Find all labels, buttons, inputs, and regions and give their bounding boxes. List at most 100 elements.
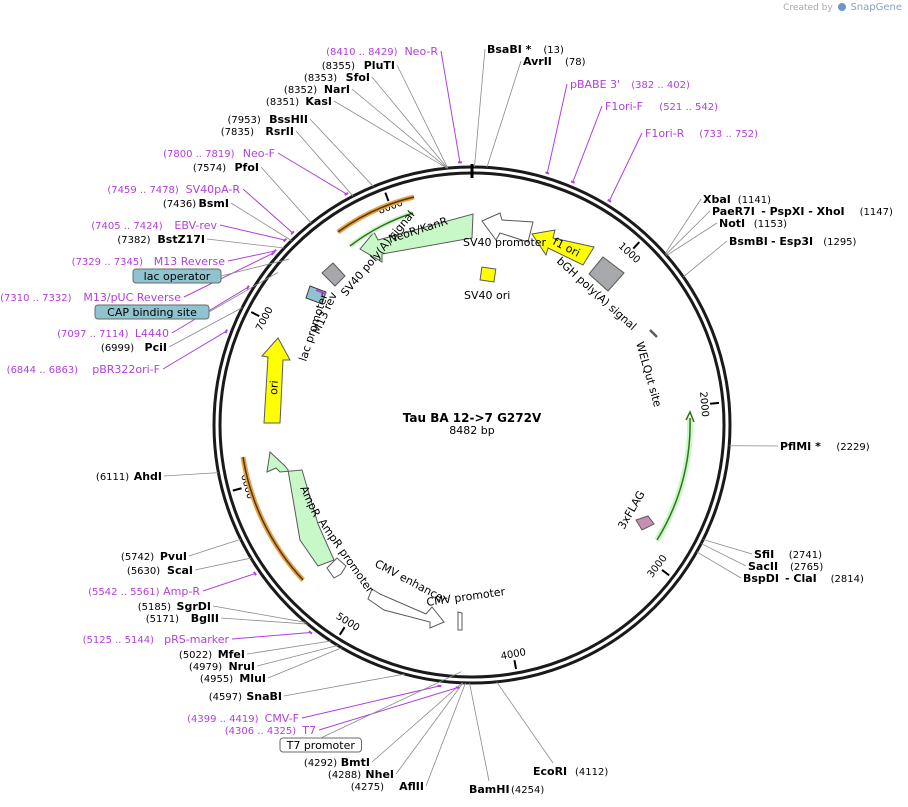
enzyme-position: (5742) xyxy=(121,552,154,563)
primer-bar xyxy=(344,192,349,196)
welqut-mark xyxy=(649,329,658,338)
label-sv40-ori: SV40 ori xyxy=(464,289,510,302)
enzyme-extra: - Esp3I xyxy=(771,235,813,248)
enzyme-name: NheI xyxy=(365,768,394,781)
primer-bar xyxy=(570,180,575,184)
ampr-promoter-arrow xyxy=(326,557,347,579)
enzyme-position: (2765) xyxy=(790,562,823,573)
boxed-feature-label: lac operator xyxy=(144,270,211,283)
primer-line xyxy=(183,252,273,298)
primer-bar xyxy=(224,329,228,334)
enzyme-lines xyxy=(163,48,779,787)
primer-position: (382 .. 402) xyxy=(631,80,690,91)
tick-label: 2000 xyxy=(697,391,710,417)
enzyme-line xyxy=(682,240,728,278)
primer-line xyxy=(546,83,568,174)
left-enzyme-labels: PluTI(8355)SfoI(8353)NarI(8352)KasI(8351… xyxy=(96,59,424,793)
primer-name: pBR322ori-F xyxy=(92,363,160,376)
boxed-feature-line xyxy=(320,671,462,739)
enzyme-position: (7835) xyxy=(221,127,254,138)
enzyme-name: PaeR7I xyxy=(712,205,755,218)
sv40-promoter-arrow xyxy=(481,212,534,243)
enzyme-name: MluI xyxy=(239,672,266,685)
enzyme-line xyxy=(333,100,448,169)
enzyme-line xyxy=(267,647,342,679)
tick-mark xyxy=(232,487,242,492)
primer-bar xyxy=(545,171,550,175)
label-ori: ori xyxy=(267,380,281,395)
enzyme-name: MfeI xyxy=(218,648,245,661)
primer-name: F1ori-R xyxy=(645,127,685,140)
credit: Created by SnapGene xyxy=(783,2,902,13)
enzyme-line xyxy=(371,76,448,169)
enzyme-name: BsmBI xyxy=(729,235,768,248)
enzyme-name: SnaBI xyxy=(246,690,282,703)
enzyme-position: (7574) xyxy=(193,163,226,174)
primer-bar xyxy=(253,571,257,576)
enzyme-line xyxy=(395,682,464,775)
enzyme-line xyxy=(163,472,219,477)
tick-label: 4000 xyxy=(500,647,527,662)
features xyxy=(240,194,695,631)
primer-name: EBV-rev xyxy=(174,219,217,232)
primer-position: (6844 .. 6863) xyxy=(7,365,79,376)
enzyme-position: (8351) xyxy=(266,97,299,108)
enzyme-position: (6111) xyxy=(96,472,129,483)
primer-name: pRS-marker xyxy=(164,633,229,646)
tick-mark xyxy=(661,569,670,577)
tick-mark xyxy=(338,626,346,636)
enzyme-line xyxy=(246,640,331,655)
plasmid-title: Tau BA 12->7 G272V xyxy=(403,411,542,425)
enzyme-name: SgrDI xyxy=(177,600,211,613)
enzyme-name: BspDI xyxy=(743,572,779,585)
cmv-enhancer-arrow xyxy=(367,588,445,629)
ampr-arrow xyxy=(266,450,335,567)
enzyme-position: (8352) xyxy=(284,85,317,96)
enzyme-name: RsrII xyxy=(265,125,294,138)
enzyme-name: BglII xyxy=(191,612,219,625)
enzyme-line xyxy=(474,48,486,168)
enzyme-name: AvrII xyxy=(523,55,552,68)
enzyme-line xyxy=(496,681,554,764)
enzyme-position: (4292) xyxy=(304,758,337,769)
enzyme-position: (8353) xyxy=(304,73,337,84)
tick-mark xyxy=(709,401,720,405)
primer-bar xyxy=(282,238,288,243)
enzyme-position: (78) xyxy=(565,57,586,68)
enzyme-position: (4254) xyxy=(511,785,544,796)
primer-position: (7405 .. 7424) xyxy=(91,221,163,232)
enzyme-line xyxy=(700,543,747,567)
enzyme-name: XbaI xyxy=(703,193,731,206)
primer-name: Amp-R xyxy=(163,585,200,598)
primer-line xyxy=(440,50,461,163)
lac-small-features xyxy=(305,285,327,305)
3xflag-marker xyxy=(635,515,655,531)
enzyme-name: SacII xyxy=(748,560,778,573)
primer-line xyxy=(227,250,275,262)
neor-orf-dark xyxy=(337,196,415,233)
enzyme-position: (4955) xyxy=(200,674,233,685)
enzyme-line xyxy=(309,118,374,187)
enzyme-line xyxy=(703,539,753,555)
enzyme-name: AflII xyxy=(399,780,424,793)
primer-line xyxy=(277,152,347,195)
enzyme-name: SfoI xyxy=(346,71,370,84)
neor-orf2-dark xyxy=(349,212,414,247)
enzyme-line xyxy=(256,645,338,667)
enzyme-name: BsmI xyxy=(199,197,230,210)
bgh-polya-box xyxy=(588,256,625,292)
primer-bar xyxy=(308,630,313,635)
enzyme-position: (4979) xyxy=(189,662,222,673)
flag-orf-dark xyxy=(656,417,691,541)
enzyme-line xyxy=(396,64,449,169)
enzyme-line xyxy=(230,202,292,241)
enzyme-name: BstZ17I xyxy=(157,233,205,246)
tick-mark xyxy=(513,660,518,670)
enzyme-position: (7953) xyxy=(228,115,261,126)
enzyme-position: (5022) xyxy=(179,650,212,661)
enzyme-position: (6999) xyxy=(101,343,134,354)
boxed-feature-label: CAP binding site xyxy=(107,306,197,319)
primer-position: (5125 .. 5144) xyxy=(83,635,155,646)
primer-name: CMV-F xyxy=(265,712,299,725)
enzyme-name: BsaBI * xyxy=(487,43,532,56)
